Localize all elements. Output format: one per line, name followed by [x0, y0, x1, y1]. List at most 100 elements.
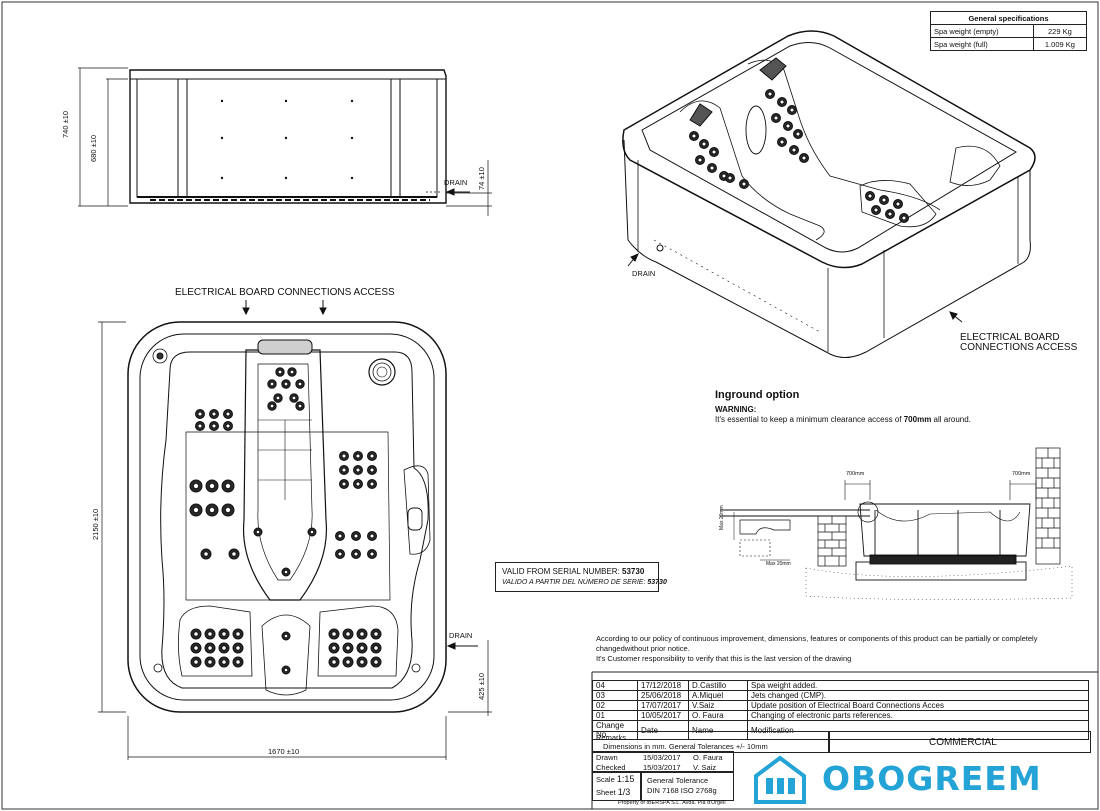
electrical-access-label: ELECTRICAL BOARD CONNECTIONS ACCESS: [175, 287, 395, 298]
revision-number: 02: [592, 700, 638, 711]
drawn-date: 15/03/2017: [643, 753, 681, 762]
jet-center-icon: [709, 165, 715, 171]
inground-dim-left: 700mm: [846, 471, 865, 477]
top-drain-label: DRAIN: [449, 631, 473, 640]
jet-center-icon: [353, 551, 359, 557]
jet-center-icon: [887, 211, 893, 217]
jet-center-icon: [873, 207, 879, 213]
house-logo-icon: [754, 755, 806, 804]
revision-name: V.Saiz: [688, 700, 748, 711]
revision-date: 10/05/2017: [637, 710, 689, 721]
inground-max-vertical: Max 20mm: [719, 505, 725, 530]
remarks-box: Remarks Dimensions in mm. General Tolera…: [592, 731, 830, 753]
jet-center-icon: [235, 645, 241, 651]
jet-center-icon: [373, 659, 379, 665]
jet-center-icon: [235, 631, 241, 637]
jet-center-icon: [221, 659, 227, 665]
sheet-value: 1/3: [617, 787, 631, 797]
serial-prefix-es: VALIDO A PARTIR DEL NÚMERO DE SERIE:: [502, 579, 646, 586]
spec-label: Spa weight (full): [930, 37, 1034, 51]
logo-text: OBOGREEM: [822, 759, 1042, 798]
drawn-label: Drawn: [596, 753, 618, 762]
revision-modification: Modification: [747, 720, 1089, 740]
tolerance-title: General Tolerance: [647, 776, 709, 785]
jet-center-icon: [211, 423, 217, 429]
jet-center-icon: [779, 99, 785, 105]
jet-center-icon: [283, 569, 289, 575]
jet-center-icon: [341, 467, 347, 473]
iso-electrical-label-2: CONNECTIONS ACCESS: [960, 342, 1078, 353]
jet-center-icon: [345, 645, 351, 651]
jet-center-icon: [785, 123, 791, 129]
jet-center-icon: [353, 533, 359, 539]
jet-center-icon: [341, 453, 347, 459]
jet-center-icon: [309, 529, 315, 535]
spec-row: Spa weight (full) 1.009 Kg: [930, 37, 1088, 51]
jet-center-icon: [331, 631, 337, 637]
serial-number-es: 53730: [647, 579, 667, 586]
checked-date: 15/03/2017: [643, 763, 681, 772]
brick-wall-left: [817, 515, 847, 567]
jet-center-icon: [269, 403, 275, 409]
warning-pre: It's essential to keep a minimum clearan…: [715, 415, 904, 424]
jet-center-icon: [355, 481, 361, 487]
jet-center-icon: [779, 139, 785, 145]
revision-date: Date: [637, 720, 689, 740]
revision-number: 01: [592, 710, 638, 721]
revision-number: 04: [592, 680, 638, 691]
jet-center-icon: [359, 659, 365, 665]
revision-date: 25/06/2018: [637, 690, 689, 701]
jet-center-icon: [221, 631, 227, 637]
jet-center-icon: [225, 423, 231, 429]
serial-line-1: VALID FROM SERIAL NUMBER: 53730: [502, 568, 644, 576]
revision-name: D.Castillo: [688, 680, 748, 691]
jet-center-icon: [795, 131, 801, 137]
jet-center-icon: [275, 395, 281, 401]
jet-center-icon: [355, 453, 361, 459]
revision-modification: Changing of electronic parts references.: [747, 710, 1089, 721]
jet-center-icon: [283, 381, 289, 387]
notice-line-3: It's Customer responsibility to verify t…: [596, 654, 852, 663]
scale-sheet-box: Scale 1:15 Sheet 1/3: [592, 771, 642, 801]
spec-value: 229 Kg: [1032, 24, 1088, 38]
serial-line-2: VALIDO A PARTIR DEL NÚMERO DE SERIE: 537…: [502, 579, 667, 586]
commercial-label: COMMERCIAL: [929, 737, 997, 748]
jet-center-icon: [895, 201, 901, 207]
iso-electrical-label-1: ELECTRICAL BOARD: [960, 332, 1060, 343]
remarks-label: Remarks: [596, 733, 627, 742]
revision-modification: Spa weight added.: [747, 680, 1089, 691]
jet-center-icon: [193, 645, 199, 651]
jet-center-icon: [701, 141, 707, 147]
inground-warning-text: It's essential to keep a minimum clearan…: [715, 416, 971, 424]
tolerance-value: DIN 7168 ISO 2768g: [647, 786, 717, 795]
jet-center-icon: [369, 533, 375, 539]
jet-center-icon: [867, 193, 873, 199]
inground-section: [720, 447, 1073, 600]
jet-center-icon: [791, 147, 797, 153]
general-specifications-table: General specifications Spa weight (empty…: [930, 11, 1088, 51]
jet-center-icon: [359, 631, 365, 637]
jet-center-icon: [369, 467, 375, 473]
obogreem-logo: OBOGREEM: [752, 754, 1072, 806]
jet-center-icon: [691, 133, 697, 139]
jet-center-icon: [231, 551, 237, 557]
jet-center-icon: [697, 157, 703, 163]
revision-name: A.Miquel: [688, 690, 748, 701]
jet-center-icon: [337, 533, 343, 539]
jet-center-icon: [208, 482, 216, 490]
jet-center-icon: [337, 551, 343, 557]
jet-center-icon: [373, 645, 379, 651]
brick-wall-right: [1035, 447, 1061, 565]
warning-post: all around.: [931, 415, 971, 424]
notice-line-1: According to our policy of continuous im…: [596, 634, 1038, 643]
property-note: Property of IBERSPA S.L. Avda. Pla d'Urg…: [618, 800, 726, 806]
checked-name: V. Saiz: [693, 763, 717, 772]
jet-center-icon: [789, 107, 795, 113]
jet-center-icon: [203, 551, 209, 557]
serial-prefix: VALID FROM SERIAL NUMBER:: [502, 567, 620, 576]
jet-center-icon: [727, 175, 733, 181]
jet-center-icon: [741, 181, 747, 187]
